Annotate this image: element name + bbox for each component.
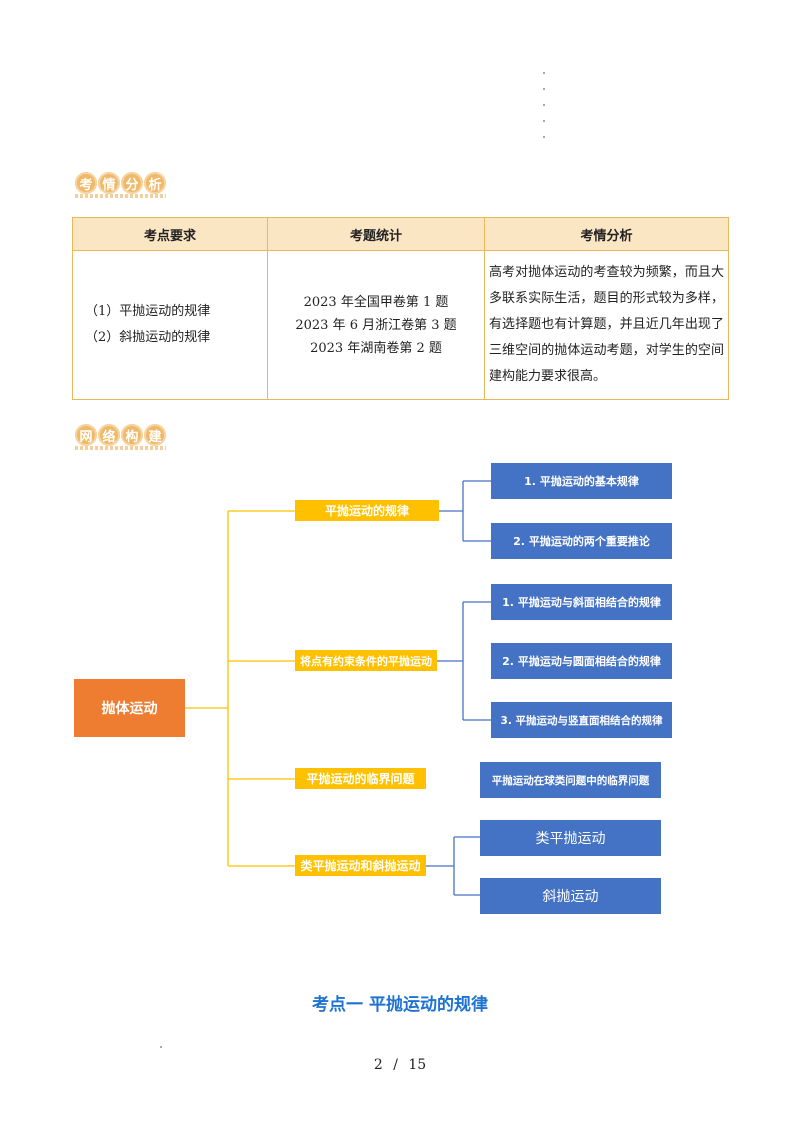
decorative-dots [543,72,547,152]
table-header: 考情分析 [484,217,729,251]
exam-analysis-table: 考点要求 考题统计 考情分析 （1）平抛运动的规律 （2）斜抛运动的规律 202… [72,217,729,400]
page-number: 2 / 15 [0,1057,800,1073]
stat-item: 2023 年 6 月浙江卷第 3 题 [295,317,457,333]
page-total: 15 [408,1057,427,1073]
mindmap-root: 抛体运动 [74,679,185,737]
page-separator: / [393,1057,398,1073]
requirement-item: （2）斜抛运动的规律 [85,330,211,345]
badge-char: 情 [98,172,120,194]
mindmap-leaf: 2. 平抛运动与圆面相结合的规律 [491,643,672,679]
mindmap-leaf: 斜抛运动 [480,878,661,914]
badge-underline [75,194,166,198]
mindmap-branch: 平抛运动的临界问题 [295,768,426,789]
decorative-dot [160,1046,162,1048]
stat-item: 2023 年全国甲卷第 1 题 [303,294,449,310]
page-current: 2 [373,1057,383,1073]
badge-underline [75,446,166,450]
mindmap-leaf: 3. 平抛运动与竖直面相结合的规律 [491,702,672,738]
mindmap-branch: 类平抛运动和斜抛运动 [295,855,426,876]
section-header-analysis: 考 情 分 析 [75,172,166,198]
stat-item: 2023 年湖南卷第 2 题 [310,340,442,356]
mindmap-leaf: 类平抛运动 [480,820,661,856]
analysis-cell: 高考对抛体运动的考查较为频繁，而且大多联系实际生活，题目的形式较为多样，有选择题… [484,250,729,400]
mindmap-leaf: 1. 平抛运动的基本规律 [491,463,672,499]
badge-char: 网 [75,424,97,446]
badge-char: 析 [144,172,166,194]
badge-char: 络 [98,424,120,446]
badge-char: 构 [121,424,143,446]
section-header-network: 网 络 构 建 [75,424,166,450]
requirements-cell: （1）平抛运动的规律 （2）斜抛运动的规律 [72,250,268,400]
table-header: 考题统计 [267,217,485,251]
badge-char: 建 [144,424,166,446]
badge-char: 考 [75,172,97,194]
section-heading: 考点一 平抛运动的规律 [312,995,488,1015]
mindmap-branch: 将点有约束条件的平抛运动 [295,650,437,671]
mindmap-leaf: 平抛运动在球类问题中的临界问题 [480,762,661,798]
mindmap-branch: 平抛运动的规律 [295,500,439,521]
requirement-item: （1）平抛运动的规律 [85,304,211,319]
badge-char: 分 [121,172,143,194]
mindmap-leaf: 2. 平抛运动的两个重要推论 [491,523,672,559]
mindmap-leaf: 1. 平抛运动与斜面相结合的规律 [491,584,672,620]
table-header: 考点要求 [72,217,268,251]
